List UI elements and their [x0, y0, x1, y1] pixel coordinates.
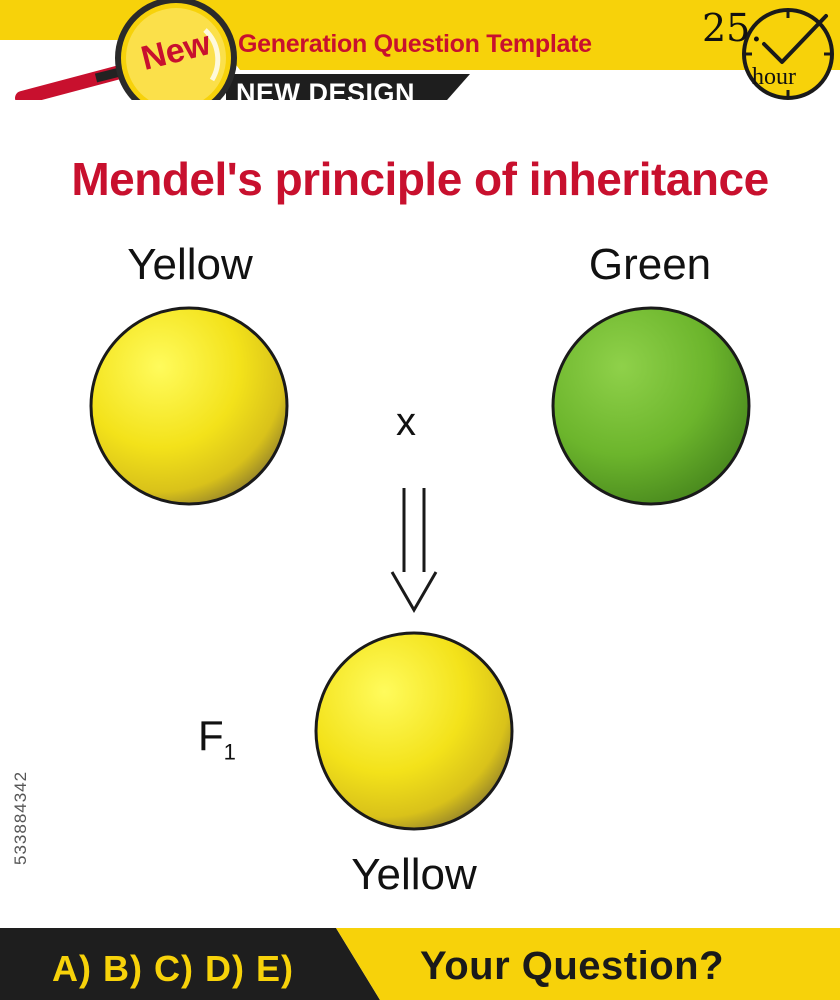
question-prompt: Your Question? — [420, 944, 725, 988]
hour-number: 25. — [702, 6, 763, 50]
cross-symbol: x — [396, 400, 416, 444]
stock-id: 533884342 — [11, 770, 30, 865]
page-title: Mendel's principle of inheritance — [71, 153, 769, 205]
down-arrow — [390, 488, 438, 613]
header-title: Generation Question Template — [238, 30, 592, 58]
header-dark-band — [226, 74, 470, 100]
yellow-pea-parent — [89, 306, 289, 506]
generation-subscript: 1 — [223, 739, 236, 765]
green-pea-parent — [551, 306, 751, 506]
hour-label: hour — [752, 64, 796, 90]
header-subtitle: NEW DESIGN — [236, 78, 416, 108]
parent-yellow-label: Yellow — [127, 240, 253, 289]
check-icon — [762, 14, 828, 64]
footer-dark-band — [0, 928, 380, 1000]
parent-green-label: Green — [588, 240, 712, 289]
answer-options: A) B) C) D) E) — [52, 948, 294, 989]
footer-yellow-band — [336, 928, 840, 1000]
generation-label: F1 — [198, 712, 236, 765]
yellow-pea-offspring — [314, 631, 514, 831]
offspring-label: Yellow — [351, 850, 477, 899]
header-banner — [0, 0, 840, 100]
